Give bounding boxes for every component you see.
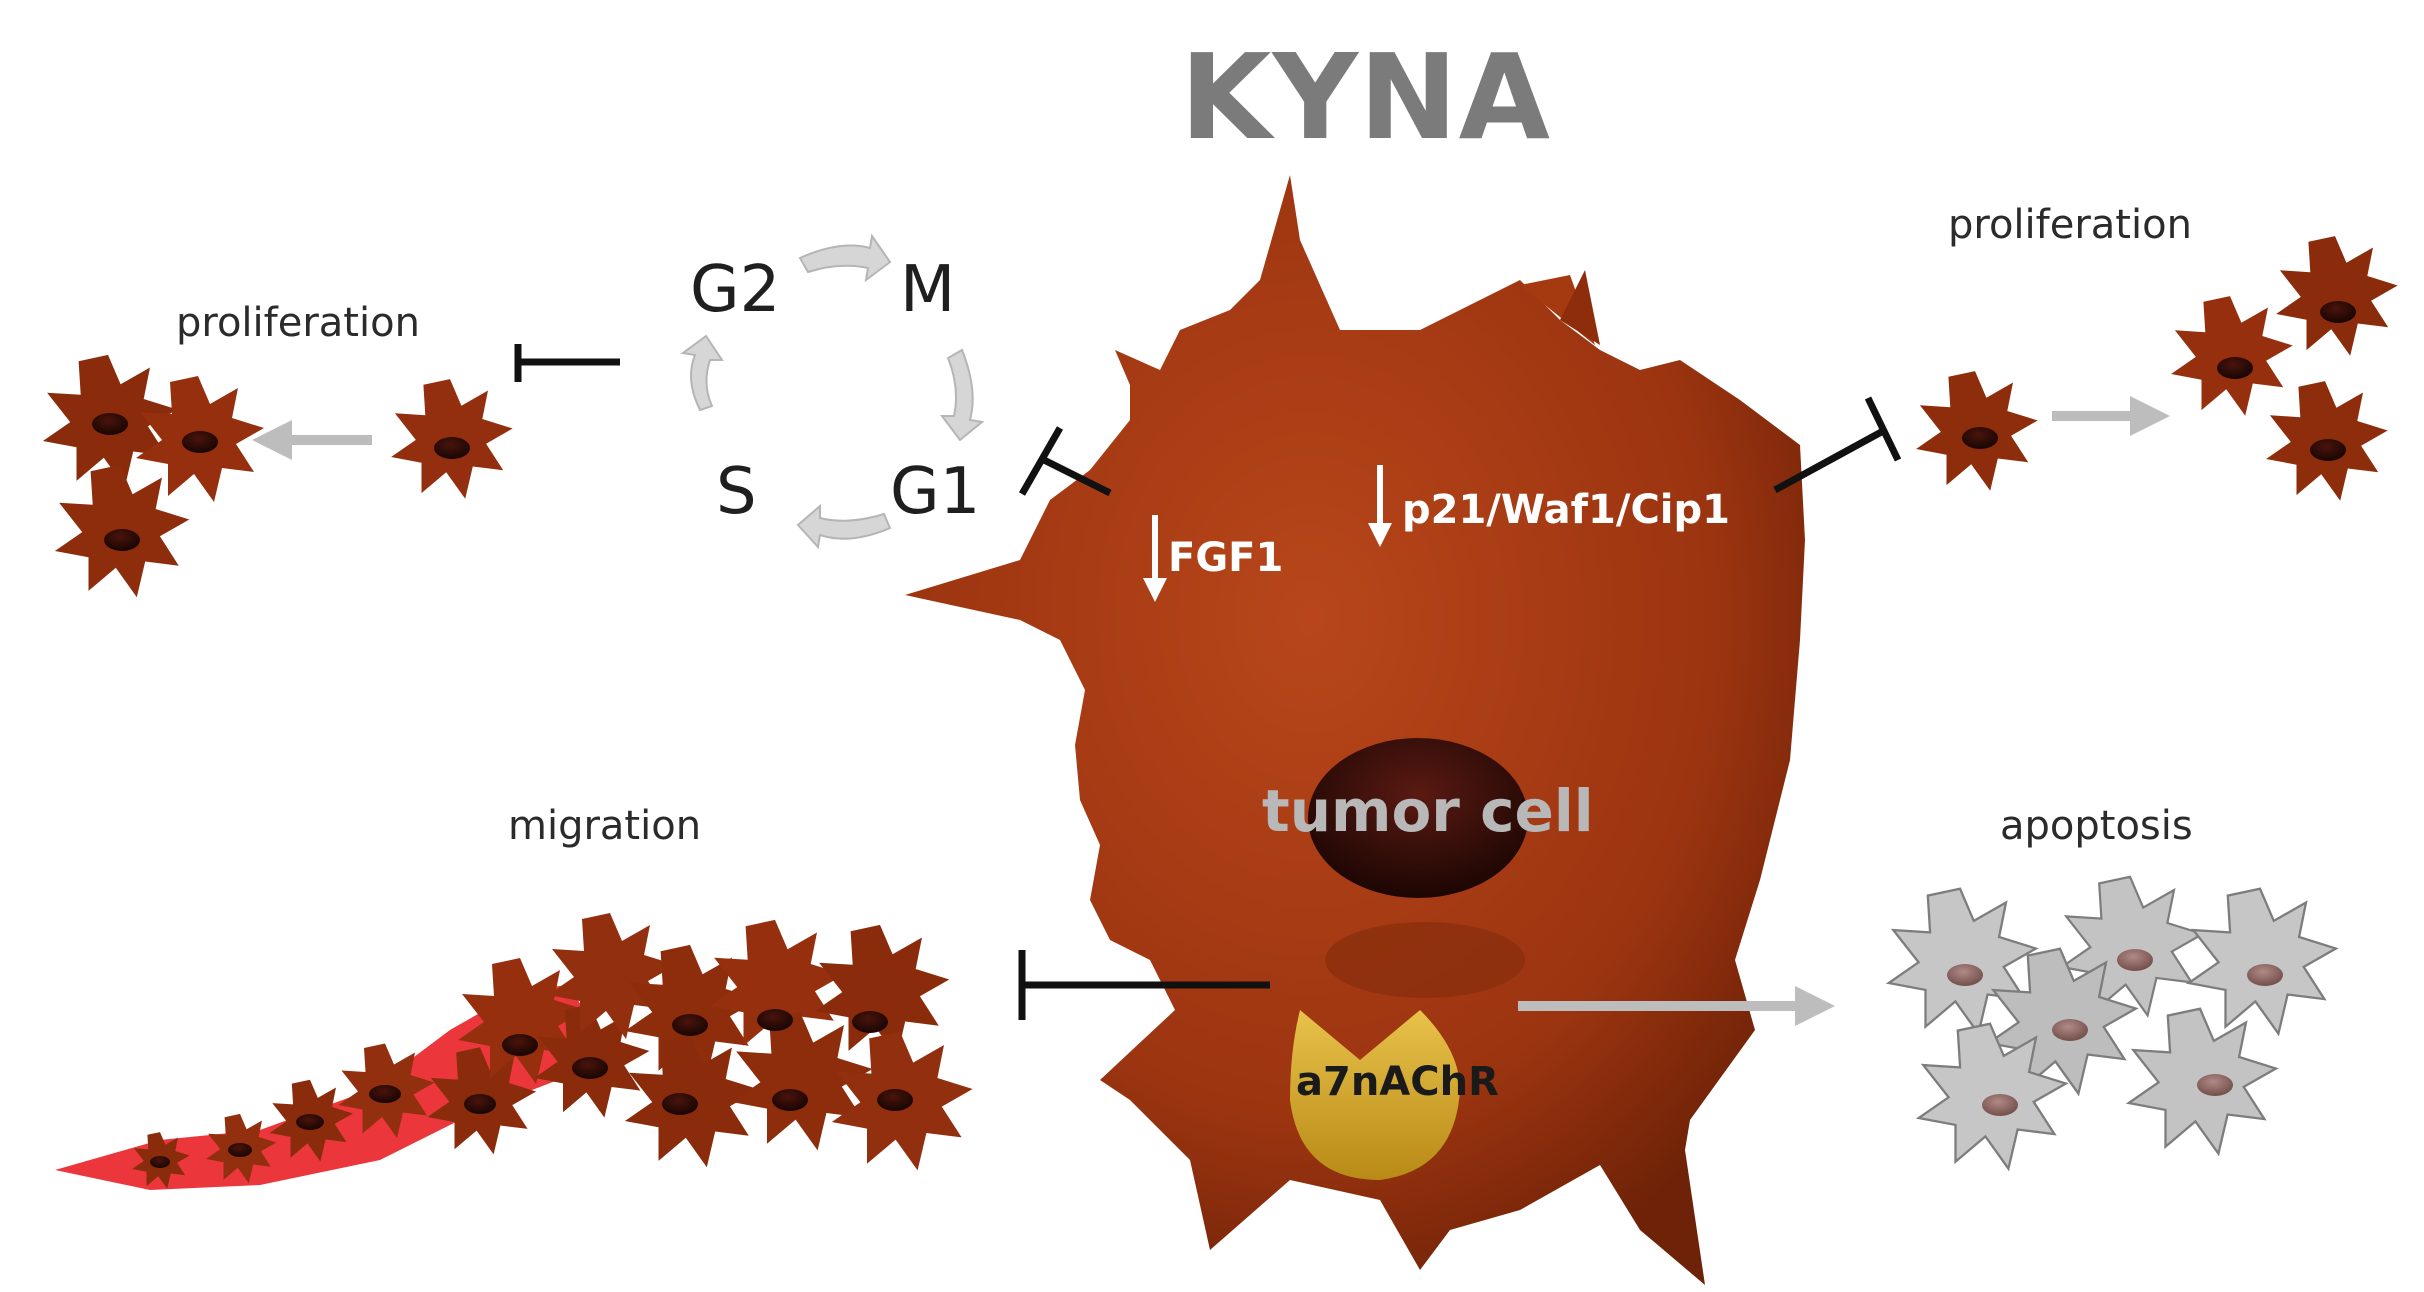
tumor-cell-spike [1560, 270, 1600, 345]
label-fgf1: FGF1 [1168, 535, 1284, 581]
tumor-cell-nucleus [1308, 738, 1528, 898]
phase-g1: G1 [890, 455, 981, 529]
migration-cells [55, 913, 973, 1190]
label-proliferation-right: proliferation [1948, 202, 2192, 248]
cycle-arrow-icon [680, 233, 985, 550]
inhibition-migration [1018, 950, 1270, 1020]
label-p21: p21/Waf1/Cip1 [1402, 487, 1730, 533]
label-tumor-cell: tumor cell [1262, 777, 1594, 845]
apoptotic-cells [1887, 875, 2338, 1170]
phase-m: M [900, 253, 956, 327]
phase-g2: G2 [690, 253, 781, 327]
label-apoptosis: apoptosis [2000, 803, 2193, 849]
single-cell-right [1916, 371, 2038, 491]
inhibition-proliferation-right [1773, 396, 1902, 494]
inhibition-g1 [1018, 426, 1112, 497]
label-a7nachr: a7nAChR [1296, 1059, 1499, 1105]
proliferating-cells-left [42, 354, 264, 598]
a7nachr-receptor [1290, 1010, 1460, 1180]
inhibition-cell-cycle [514, 344, 620, 382]
label-proliferation-left: proliferation [176, 300, 420, 346]
single-cell-left [391, 379, 513, 499]
nucleus-shadow [1325, 922, 1525, 998]
label-migration: migration [508, 803, 702, 849]
phase-s: S [716, 455, 757, 529]
title-kyna: KYNA [1180, 28, 1551, 166]
proliferating-cells-right [2171, 236, 2398, 501]
